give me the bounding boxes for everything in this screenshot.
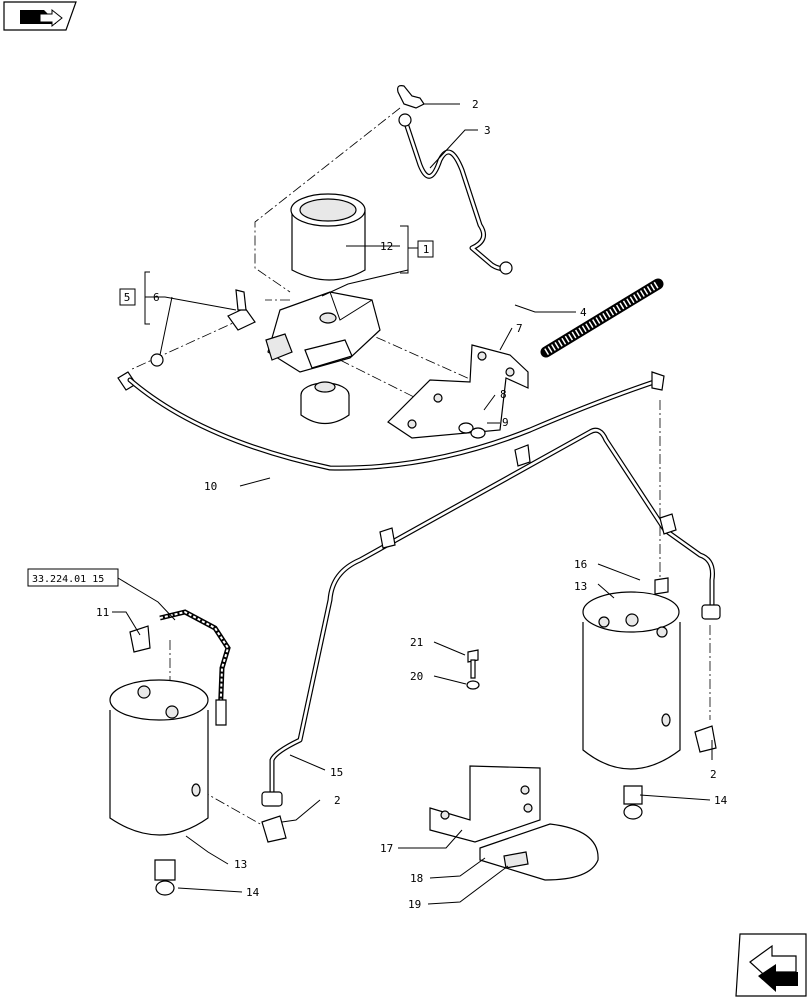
callout-2-right[interactable]: 2 bbox=[710, 768, 717, 781]
bracket bbox=[387, 344, 529, 439]
callout-19[interactable]: 19 bbox=[408, 898, 421, 911]
callout-14-left[interactable]: 14 bbox=[246, 886, 260, 899]
callout-2-top[interactable]: 2 bbox=[472, 98, 479, 111]
air-dryer-valve bbox=[265, 291, 381, 425]
air-dryer-cartridge bbox=[290, 193, 366, 281]
callout-1[interactable]: 1 bbox=[423, 243, 430, 256]
callout-10[interactable]: 10 bbox=[204, 480, 217, 493]
callout-4[interactable]: 4 bbox=[580, 306, 587, 319]
bolt-washer bbox=[466, 649, 480, 690]
callout-18[interactable]: 18 bbox=[410, 872, 423, 885]
mounting-bracket bbox=[429, 765, 599, 881]
ref-box-5[interactable] bbox=[119, 288, 136, 306]
callout-13-left[interactable]: 13 bbox=[234, 858, 247, 871]
next-page-arrow-icon[interactable] bbox=[735, 933, 807, 997]
callout-21[interactable]: 21 bbox=[410, 636, 423, 649]
callout-20[interactable]: 20 bbox=[410, 670, 423, 683]
callout-14-right[interactable]: 14 bbox=[714, 794, 728, 807]
callout-12[interactable]: 12 bbox=[380, 240, 393, 253]
tee-fitting bbox=[117, 289, 256, 391]
cross-reference-box[interactable] bbox=[27, 568, 119, 587]
callout-6[interactable]: 6 bbox=[153, 291, 160, 304]
callout-5[interactable]: 5 bbox=[124, 291, 131, 304]
folder-arrow-icon[interactable] bbox=[3, 1, 77, 31]
ref-box-1[interactable] bbox=[417, 240, 434, 258]
pipe-15 bbox=[261, 427, 721, 807]
callout-3[interactable]: 3 bbox=[484, 124, 491, 137]
callout-17[interactable]: 17 bbox=[380, 842, 393, 855]
sensor-cable bbox=[159, 609, 231, 726]
callout-7[interactable]: 7 bbox=[516, 322, 523, 335]
callout-16[interactable]: 16 bbox=[574, 558, 587, 571]
cross-reference-text[interactable]: 33.224.01 15 bbox=[32, 574, 104, 585]
callout-13-right[interactable]: 13 bbox=[574, 580, 587, 593]
air-tank-left bbox=[109, 625, 287, 896]
callout-15[interactable]: 15 bbox=[330, 766, 343, 779]
callout-2-bottom[interactable]: 2 bbox=[334, 794, 341, 807]
pipe-3 bbox=[397, 85, 513, 275]
callout-9[interactable]: 9 bbox=[502, 416, 509, 429]
callout-11[interactable]: 11 bbox=[96, 606, 109, 619]
pipe-10 bbox=[127, 371, 665, 471]
leader-lines bbox=[112, 103, 713, 905]
callout-8[interactable]: 8 bbox=[500, 388, 507, 401]
threaded-rod bbox=[540, 278, 664, 358]
air-tank-right bbox=[582, 577, 717, 820]
